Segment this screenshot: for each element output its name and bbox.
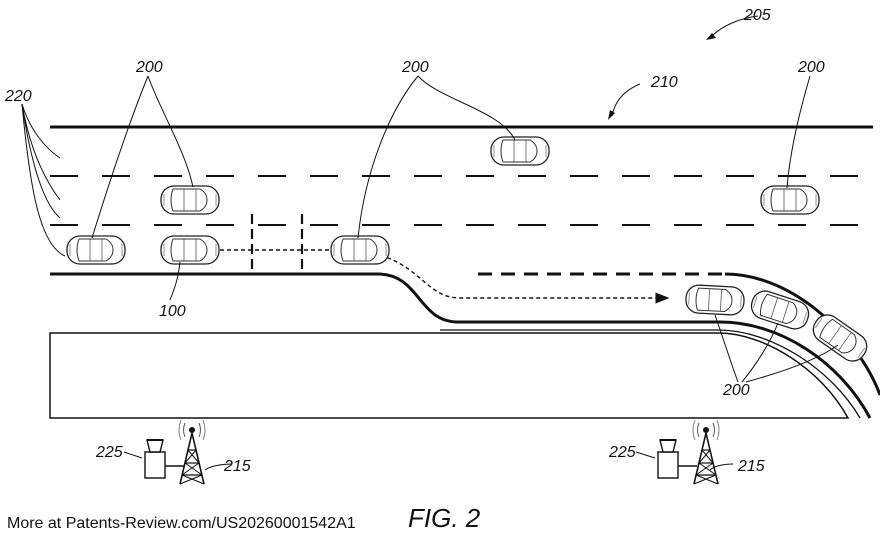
cell-tower-icon [179,420,205,484]
label-220: 220 [4,88,32,105]
label-200-left: 200 [135,59,163,76]
vehicle-lane2-right [761,186,819,214]
server-icon [658,440,678,478]
vehicle-lane1-far [491,137,549,165]
label-225-left: 225 [95,444,123,461]
cell-tower-icon [693,420,719,484]
label-215-left: 215 [223,458,251,475]
label-215-right: 215 [737,458,765,475]
vehicle-lane2-left [161,186,219,214]
vehicle-lane3-left [67,236,125,264]
figure-caption: FIG. 2 [408,503,481,533]
arrow-head-210 [608,110,615,120]
roadside-infrastructure-right [658,420,719,484]
label-200-right: 200 [797,59,825,76]
label-210: 210 [650,74,678,91]
label-100: 100 [159,303,186,320]
roadside-infrastructure-left [145,420,205,484]
vehicles [67,137,872,366]
label-205: 205 [743,7,771,24]
label-200-exit: 200 [722,382,750,399]
label-200-middle: 200 [401,59,429,76]
label-225-right: 225 [608,444,636,461]
source-footer: More at Patents-Review.com/US20260001542… [7,515,356,533]
vehicle-lane3-middle [331,236,389,264]
host-vehicle [161,236,219,264]
vehicle-exit-1 [685,285,744,316]
roadside-area [50,333,848,418]
server-icon [145,440,165,478]
